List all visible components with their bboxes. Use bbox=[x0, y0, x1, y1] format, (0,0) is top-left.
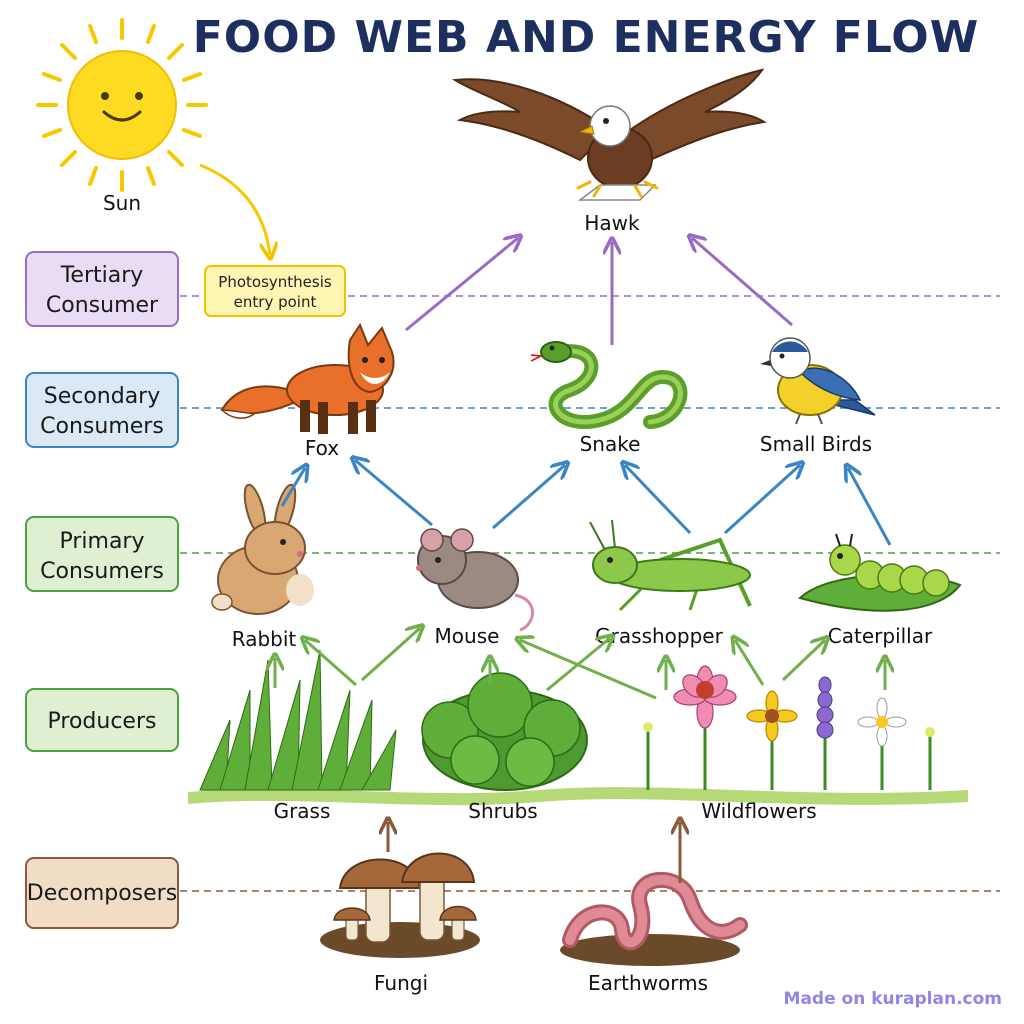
grass-label: Grass bbox=[274, 799, 331, 823]
photosynthesis-line-1: Photosynthesis bbox=[218, 273, 332, 291]
level-box-decomposers: Decomposers bbox=[25, 857, 179, 929]
grasshopper-label: Grasshopper bbox=[595, 624, 723, 648]
wildflowers-icon bbox=[643, 665, 935, 790]
small-birds-icon bbox=[760, 337, 876, 425]
grass-icon bbox=[199, 649, 397, 791]
level-decomposers-label: Decomposers bbox=[27, 881, 177, 906]
grasshopper-to-small-birds-arrow bbox=[723, 465, 800, 535]
caterpillar-label: Caterpillar bbox=[828, 624, 933, 648]
small-birds-label: Small Birds bbox=[760, 432, 872, 456]
hawk-label: Hawk bbox=[584, 211, 640, 235]
fox-to-hawk-arrow bbox=[405, 238, 518, 332]
watermark: Made on kuraplan.com bbox=[784, 989, 1002, 1009]
fox-label: Fox bbox=[305, 436, 339, 460]
level-tertiary-line-2: Consumer bbox=[46, 293, 159, 318]
fungi-label: Fungi bbox=[374, 971, 428, 995]
hawk-icon bbox=[451, 68, 767, 201]
mouse-to-snake-arrow bbox=[492, 465, 565, 530]
wildflowers-to-grasshopper-arrow-2 bbox=[735, 640, 765, 686]
level-tertiary-line-1: Tertiary bbox=[60, 263, 144, 288]
level-box-primary: Primary Consumers bbox=[25, 516, 179, 592]
caterpillar-to-small-birds-arrow bbox=[848, 468, 892, 546]
earthworms-icon bbox=[560, 871, 748, 966]
page-title: FOOD WEB AND ENERGY FLOW bbox=[193, 12, 979, 63]
level-primary-line-1: Primary bbox=[59, 529, 144, 554]
caterpillar-icon bbox=[798, 533, 962, 612]
rabbit-icon bbox=[211, 483, 314, 615]
wildflowers-to-mouse-arrow bbox=[520, 640, 657, 700]
shrubs-label: Shrubs bbox=[468, 799, 537, 823]
snake-icon bbox=[530, 341, 688, 429]
level-secondary-line-1: Secondary bbox=[44, 384, 161, 409]
level-primary-line-2: Consumers bbox=[40, 559, 164, 584]
small-birds-to-hawk-arrow bbox=[692, 238, 793, 327]
snake-label: Snake bbox=[580, 432, 641, 456]
earthworms-label: Earthworms bbox=[588, 971, 708, 995]
grasshopper-icon bbox=[589, 519, 752, 612]
level-producers-label: Producers bbox=[48, 709, 157, 734]
wildflowers-label: Wildflowers bbox=[701, 799, 816, 823]
mouse-label: Mouse bbox=[435, 624, 500, 648]
level-box-secondary: Secondary Consumers bbox=[25, 372, 179, 448]
mouse-to-fox-arrow bbox=[355, 460, 433, 527]
sun-to-producers-arrow bbox=[199, 163, 270, 255]
mouse-icon bbox=[416, 528, 534, 632]
sun-label: Sun bbox=[103, 191, 141, 215]
shrubs-icon bbox=[421, 672, 588, 791]
rabbit-to-fox-arrow bbox=[280, 468, 305, 507]
photosynthesis-line-2: entry point bbox=[234, 293, 317, 311]
level-box-tertiary: Tertiary Consumer bbox=[25, 251, 179, 327]
sun-icon bbox=[36, 18, 208, 192]
grass-to-rabbit-arrow-2 bbox=[305, 640, 357, 687]
level-box-producers: Producers bbox=[25, 688, 179, 752]
level-secondary-line-2: Consumers bbox=[40, 414, 164, 439]
wildflowers-to-caterpillar-arrow bbox=[781, 640, 825, 682]
grasshopper-to-snake-arrow bbox=[625, 465, 692, 535]
rabbit-label: Rabbit bbox=[232, 627, 297, 651]
grass-to-mouse-arrow bbox=[360, 628, 420, 682]
fox-icon bbox=[220, 322, 395, 434]
ground-strip bbox=[188, 787, 968, 806]
fungi-icon bbox=[320, 852, 480, 958]
photosynthesis-note: Photosynthesis entry point bbox=[204, 265, 346, 317]
